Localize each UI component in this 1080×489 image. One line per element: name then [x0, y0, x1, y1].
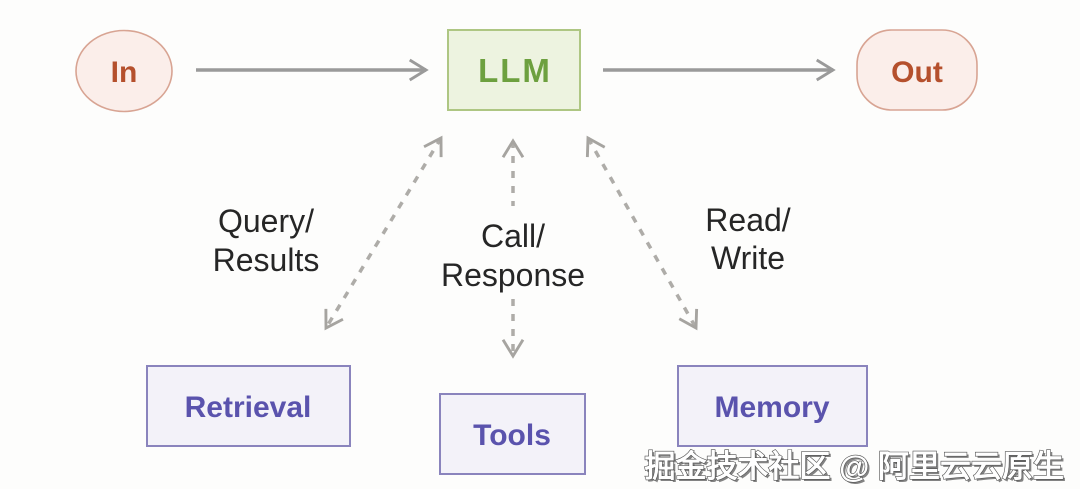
retrieval-node-label: Retrieval [185, 391, 312, 424]
llm-node [447, 29, 581, 111]
in-node-label: In [111, 56, 138, 89]
out-node-label: Out [891, 56, 943, 89]
memory-node-label: Memory [714, 391, 829, 424]
edge-label-query: Query/ [218, 203, 314, 239]
edge-label-results: Results [213, 242, 320, 278]
arrow-llm-memory [585, 135, 699, 331]
in-node [75, 29, 173, 113]
watermark: 掘金技术社区 @ 阿里云云原生 [645, 449, 1064, 484]
edge-label-write: Write [711, 240, 785, 276]
retrieval-node [146, 365, 351, 447]
edge-label-call: Call/ [481, 218, 545, 254]
edge-label-read: Read/ [705, 202, 791, 238]
tools-node [439, 393, 586, 475]
memory-node [677, 365, 868, 447]
tools-node-label: Tools [473, 419, 551, 452]
out-node [856, 29, 978, 111]
arrow-llm-retrieval [324, 135, 443, 331]
edge-label-response: Response [441, 257, 585, 293]
watermark-shadow: 掘金技术社区 @ 阿里云云原生 [647, 451, 1066, 486]
llm-node-label: LLM [478, 52, 552, 89]
